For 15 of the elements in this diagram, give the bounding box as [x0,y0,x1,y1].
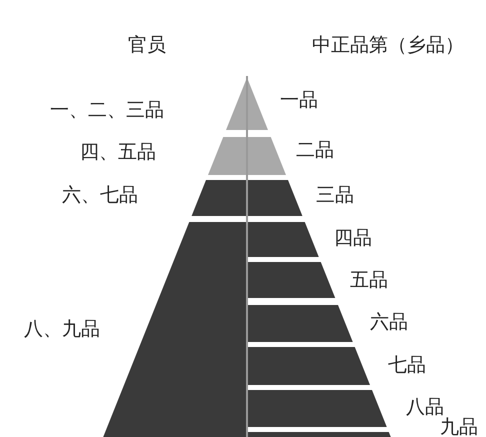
grade-label: 一品 [280,91,318,110]
rank-label: 八、九品 [24,320,100,339]
grade-label: 九品 [440,418,478,437]
grade-label: 五品 [350,271,388,290]
grade-label: 七品 [388,356,426,375]
grade-label: 六品 [370,313,408,332]
grade-label: 三品 [316,186,354,205]
column-heading: 中正品第（乡品） [312,36,464,55]
column-heading: 官员 [128,36,166,55]
rank-label: 六、七品 [62,186,138,205]
grade-label: 二品 [296,141,334,160]
rank-label: 一、二、三品 [50,101,164,120]
grade-label: 八品 [406,398,444,417]
grade-label: 四品 [334,229,372,248]
rank-label: 四、五品 [80,143,156,162]
